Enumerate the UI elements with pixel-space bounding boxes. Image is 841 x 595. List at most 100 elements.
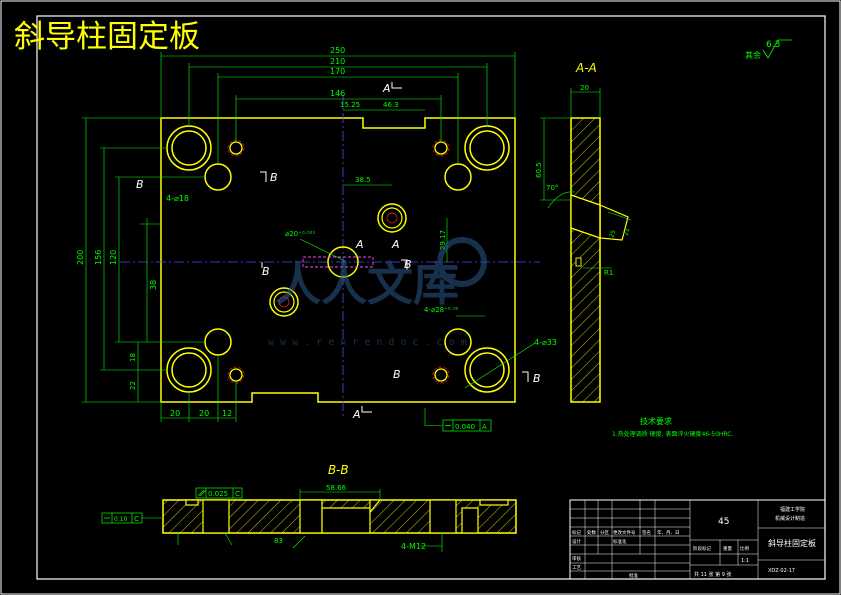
section-aa-body — [570, 117, 601, 403]
svg-text:批准: 批准 — [629, 572, 638, 579]
corner-hole-top-left — [166, 125, 212, 171]
dim-38: 38 — [149, 280, 158, 290]
inner-frame — [36, 15, 826, 580]
section-aa-small-groove — [575, 257, 582, 267]
center-bore — [327, 246, 359, 278]
dim-22: 22 — [129, 381, 137, 390]
dim-146: 146 — [330, 89, 345, 98]
svg-text:更改文件号: 更改文件号 — [613, 529, 636, 536]
drawing-title: 斜导柱固定板 — [14, 19, 200, 55]
svg-text:分区: 分区 — [600, 529, 609, 536]
svg-text:B: B — [393, 368, 401, 381]
svg-text:阶段标记: 阶段标记 — [693, 545, 711, 552]
svg-text:B: B — [404, 258, 412, 271]
section-bb-title: B-B — [328, 463, 349, 477]
tb-material: 45 — [718, 517, 729, 527]
section-bb-angle: 83 — [274, 537, 283, 545]
dim-bottom-20a: 20 — [170, 409, 180, 418]
callout-phi20: ⌀20⁺⁰·⁰²¹ — [285, 230, 315, 238]
section-aa-dims — [540, 88, 632, 269]
bottom-dimension-lines — [160, 355, 237, 422]
svg-text:A: A — [482, 423, 487, 431]
hole-18-bottom-left — [204, 328, 232, 356]
hole-18-top-right — [444, 163, 472, 191]
section-aa-angle: 70° — [546, 184, 558, 192]
dim-bottom-12: 12 — [222, 409, 232, 418]
svg-text:B: B — [270, 171, 278, 184]
svg-text:C: C — [235, 490, 240, 498]
watermark-url: w w w . r e n r e n d o c . c o m — [268, 337, 467, 348]
callout-4-phi18: 4-⌀18 — [166, 194, 189, 203]
section-cut-ticks — [260, 82, 529, 413]
corner-hole-bottom-right — [464, 347, 510, 393]
section-aa-r1: R1 — [604, 269, 613, 277]
screw-hole-bottom-right — [432, 366, 450, 384]
hole-18-bottom-right — [444, 328, 472, 356]
section-aa-view: A-A 20 60.5 70° R1 25 21 — [535, 61, 632, 403]
svg-text:年、月、日: 年、月、日 — [657, 529, 680, 536]
section-bb-dims — [177, 489, 443, 552]
center-slot-hidden — [302, 256, 374, 268]
tb-scale: 1:1 — [741, 558, 749, 564]
left-dimension-lines — [82, 117, 448, 403]
svg-text:A: A — [352, 408, 361, 421]
svg-text:B: B — [262, 265, 270, 278]
section-bb-flatness: 0.10 C — [101, 512, 163, 524]
guide-pillar-hole-lower — [269, 287, 299, 317]
dim-200: 200 — [76, 250, 85, 265]
dim-bottom-20b: 20 — [199, 409, 209, 418]
svg-text:0.025: 0.025 — [208, 490, 228, 498]
section-bb-screw: 4-M12 — [401, 542, 426, 551]
section-bb-dim-top: 58.66 — [326, 484, 347, 492]
section-aa-dim-20: 20 — [580, 84, 589, 92]
corner-hole-bottom-left — [166, 347, 212, 393]
section-bb-holes — [185, 499, 509, 534]
tech-req-title: 技术要求 — [640, 416, 672, 426]
tb-labels: 标记 处数 分区 更改文件号 签名 年、月、日 设计 标准化 审核 工艺 批准 … — [572, 529, 749, 579]
dim-250: 250 — [330, 46, 345, 55]
svg-text:A: A — [382, 82, 391, 95]
svg-text:0.040: 0.040 — [455, 423, 475, 431]
section-aa-dim-25: 25 — [608, 229, 617, 239]
title-block: 45 斜导柱固定板 福建工学院 机械设计制造 1:1 XDZ-02-17 共 1… — [569, 499, 826, 580]
svg-text:重量: 重量 — [723, 545, 732, 552]
svg-text:其余: 其余 — [745, 50, 761, 60]
callout-4-phi33: 4-⌀33 — [534, 338, 557, 347]
svg-text:A: A — [391, 238, 400, 251]
svg-text:处数: 处数 — [587, 529, 596, 536]
top-dimension-lines — [160, 52, 516, 186]
svg-text:标记: 标记 — [572, 529, 581, 536]
corner-hole-top-right — [464, 125, 510, 171]
section-bb-view: B-B 58.66 4-M12 83 — [101, 463, 517, 552]
svg-text:比例: 比例 — [740, 545, 749, 552]
center-bore-leader — [299, 238, 346, 262]
dim-38-5: 38.5 — [355, 176, 371, 184]
dim-156: 156 — [94, 250, 103, 265]
dim-210: 210 — [330, 57, 345, 66]
plate-outline — [160, 117, 516, 403]
section-aa-title: A-A — [575, 61, 597, 75]
section-markers: A A A A B B B B B B — [136, 82, 541, 421]
tb-school: 福建工学院 — [780, 506, 805, 513]
svg-text:A: A — [355, 238, 364, 251]
screw-hole-bottom-left — [227, 366, 245, 384]
tb-part-name: 斜导柱固定板 — [768, 538, 816, 548]
hole-18-top-left — [204, 163, 232, 191]
tb-course: 机械设计制造 — [775, 515, 805, 522]
tech-req-line1: 1.热处理调质 硬度, 表面淬火硬度46-50HRC. — [612, 430, 733, 438]
svg-text:审核: 审核 — [572, 555, 581, 562]
screw-hole-top-right — [432, 139, 450, 157]
dim-18: 18 — [129, 353, 137, 362]
watermark-brand: 人人文库 — [275, 257, 459, 311]
section-bb-tol-frame: 0.025 C — [195, 487, 243, 499]
section-aa-dim-60-5: 60.5 — [535, 162, 543, 178]
tolerance-frame-top-view: 0.040 A — [424, 408, 492, 432]
tb-sheet: 共 11 张 第 9 张 — [694, 571, 732, 578]
dim-29-17: 29.17 — [439, 230, 447, 250]
roughness-symbol: 其余 6.3 — [745, 39, 792, 60]
svg-text:设计: 设计 — [572, 538, 581, 545]
screw-hole-top-left — [227, 139, 245, 157]
svg-text:B: B — [533, 372, 541, 385]
top-view: 250 210 170 146 15.25 46.3 38.5 200 156 … — [76, 46, 557, 432]
